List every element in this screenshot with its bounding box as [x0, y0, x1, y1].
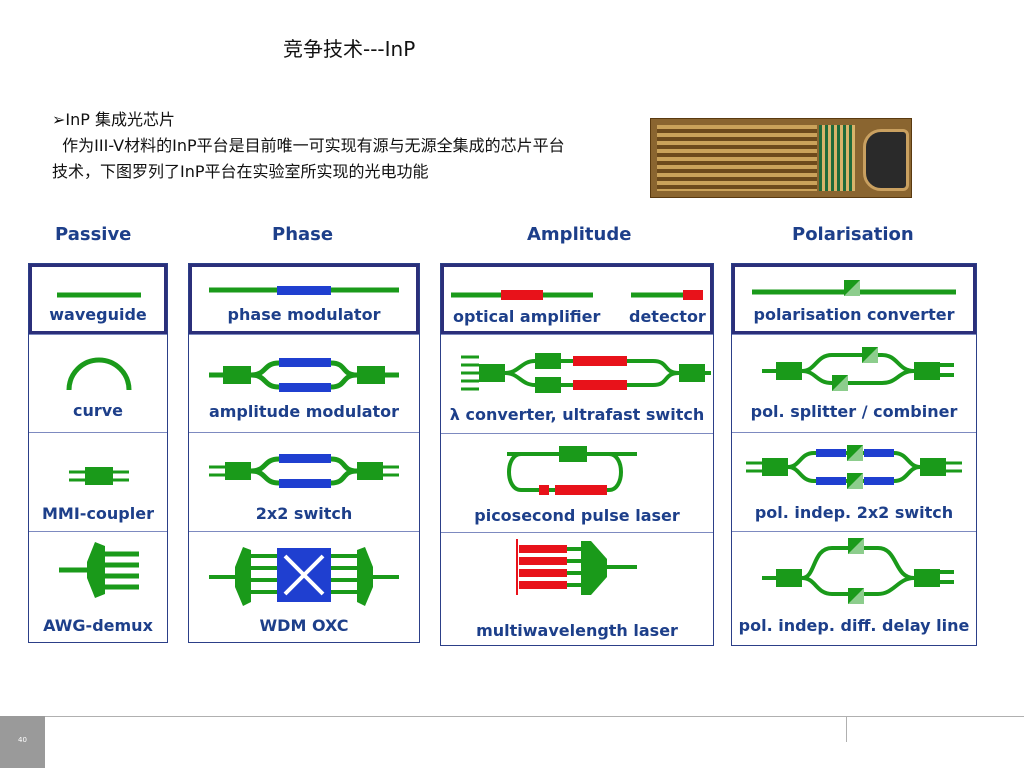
- description-paragraph: 作为III-V材料的InP平台是目前唯一可实现有源与无源全集成的芯片平台技术，下…: [52, 136, 565, 181]
- phase-modulator-icon: [209, 286, 399, 295]
- chip-interconnect: [819, 125, 855, 191]
- switch-2x2-icon: [209, 454, 399, 488]
- footer-tick: [846, 716, 847, 742]
- cell-pol-indep-switch: pol. indep. 2x2 switch: [732, 432, 976, 532]
- amplitude-modulator-icon: [209, 358, 399, 392]
- cell-2x2-switch: 2x2 switch: [189, 432, 419, 532]
- heading-polarisation: Polarisation: [792, 224, 914, 245]
- label-waveguide: waveguide: [49, 305, 147, 324]
- panel-passive: waveguide curve MMI-coupler AWG-demux: [28, 263, 168, 643]
- heading-passive: Passive: [55, 224, 132, 245]
- picosecond-laser-icon: [507, 446, 637, 495]
- panel-phase: phase modulator amplitude modulator: [188, 263, 420, 643]
- cell-awg-demux: AWG-demux: [29, 531, 167, 643]
- footer-divider: [0, 716, 1024, 717]
- bullet-marker: ➢: [52, 110, 66, 129]
- cell-pol-delay-line: pol. indep. diff. delay line: [732, 531, 976, 646]
- pol-delay-line-icon: [762, 538, 954, 604]
- cell-polarisation-converter: polarisation converter: [732, 264, 976, 334]
- cell-amplifier-detector: optical amplifier detector: [441, 264, 713, 334]
- polarisation-converter-icon: [752, 280, 956, 296]
- label-wdm-oxc: WDM OXC: [259, 616, 349, 635]
- chip-ring-structure: [863, 129, 909, 191]
- label-pol-delay-line: pol. indep. diff. delay line: [738, 616, 970, 635]
- cell-mmi-coupler: MMI-coupler: [29, 432, 167, 532]
- wdm-oxc-icon: [209, 547, 399, 606]
- label-amplitude-modulator: amplitude modulator: [208, 402, 400, 421]
- cell-picosecond-laser: picosecond pulse laser: [441, 433, 713, 533]
- label-pol-splitter: pol. splitter / combiner: [750, 402, 958, 421]
- panel-amplitude: optical amplifier detector λ conve: [440, 263, 714, 646]
- page-number-box: [0, 716, 45, 768]
- lambda-converter-icon: [461, 353, 711, 393]
- amplifier-detector-icon: [451, 290, 703, 300]
- label-2x2-switch: 2x2 switch: [255, 504, 353, 523]
- page-number: 40: [18, 736, 27, 744]
- bullet-point: ➢InP 集成光芯片: [52, 106, 175, 130]
- label-awg-demux: AWG-demux: [43, 616, 153, 635]
- label-phase-modulator: phase modulator: [227, 305, 381, 324]
- panel-polarisation: polarisation converter pol. splitter / c…: [731, 263, 977, 646]
- cell-wdm-oxc: WDM OXC: [189, 531, 419, 643]
- label-detector: detector: [629, 307, 706, 326]
- bullet-text: InP 集成光芯片: [65, 110, 176, 129]
- mmi-coupler-icon: [69, 467, 129, 485]
- multiwavelength-laser-icon: [516, 539, 637, 595]
- label-pol-indep-switch: pol. indep. 2x2 switch: [754, 503, 954, 522]
- cell-waveguide: waveguide: [29, 264, 167, 334]
- cell-multiwavelength-laser: multiwavelength laser: [441, 532, 713, 646]
- label-polarisation-converter: polarisation converter: [753, 305, 955, 324]
- heading-amplitude: Amplitude: [527, 224, 632, 245]
- cell-phase-modulator: phase modulator: [189, 264, 419, 334]
- label-mmi-coupler: MMI-coupler: [42, 504, 154, 523]
- curve-icon: [66, 357, 132, 391]
- heading-phase: Phase: [272, 224, 334, 245]
- label-picosecond-laser: picosecond pulse laser: [474, 506, 680, 525]
- cell-amplitude-modulator: amplitude modulator: [189, 334, 419, 433]
- label-curve: curve: [72, 401, 124, 420]
- label-lambda-converter: λ converter, ultrafast switch: [449, 405, 705, 424]
- waveguide-icon: [57, 292, 141, 298]
- pol-indep-switch-icon: [746, 445, 962, 489]
- label-multiwavelength-laser: multiwavelength laser: [476, 621, 678, 640]
- pol-splitter-icon: [762, 347, 954, 391]
- cell-lambda-converter: λ converter, ultrafast switch: [441, 334, 713, 434]
- chip-waveguide-array: [657, 125, 817, 191]
- inp-chip-photo: [650, 118, 912, 198]
- awg-demux-icon: [59, 542, 139, 598]
- slide-title: 竞争技术---InP: [283, 37, 416, 61]
- cell-curve: curve: [29, 334, 167, 433]
- label-optical-amplifier: optical amplifier: [453, 307, 601, 326]
- cell-pol-splitter: pol. splitter / combiner: [732, 334, 976, 433]
